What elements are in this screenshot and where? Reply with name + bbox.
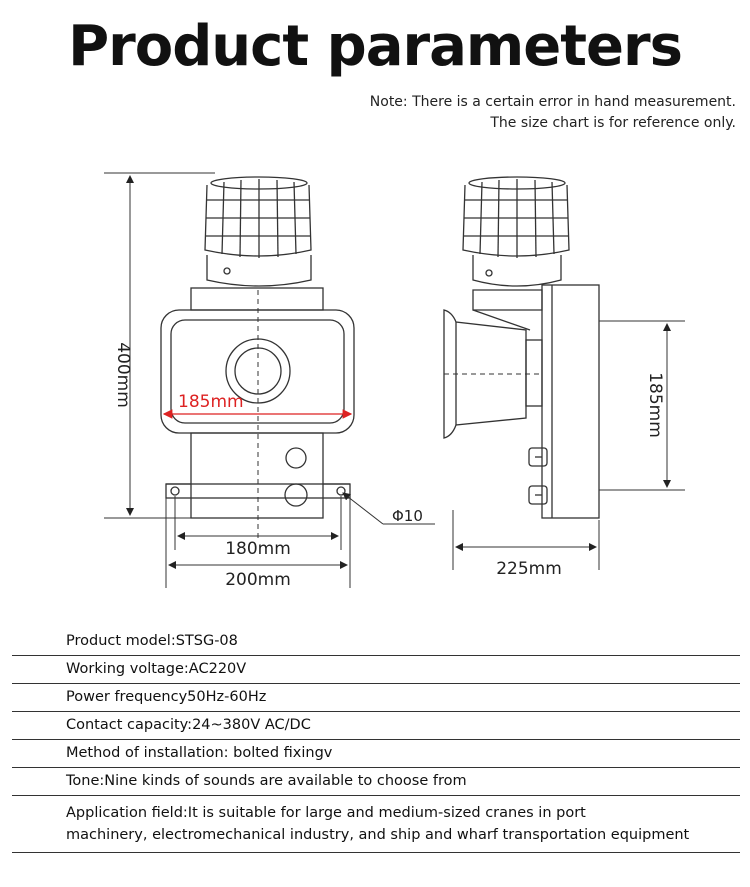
mount-spacing-dimension bbox=[174, 496, 342, 550]
mount-spacing-label: 180mm bbox=[225, 539, 291, 559]
spec-row-tone: Tone:Nine kinds of sounds are available … bbox=[12, 768, 740, 796]
dimension-drawing: 400mm 185mm 180mm 200mm Φ10 bbox=[104, 172, 685, 590]
spec-application-line2: machinery, electromechanical industry, a… bbox=[66, 827, 690, 843]
side-height-dimension bbox=[599, 320, 685, 491]
base-width-dimension bbox=[165, 498, 351, 588]
height-dimension bbox=[104, 172, 215, 519]
spec-application-line1: Application field:It is suitable for lar… bbox=[66, 805, 586, 821]
spec-row-contact-capacity: Contact capacity:24~380V AC/DC bbox=[12, 712, 740, 740]
spec-row-voltage: Working voltage:AC220V bbox=[12, 656, 740, 684]
reference-note: The size chart is for reference only. bbox=[490, 115, 736, 131]
spec-table: Product model:STSG-08 Working voltage:AC… bbox=[12, 632, 740, 853]
spec-row-installation: Method of installation: bolted fixingv bbox=[12, 740, 740, 768]
measurement-note: Note: There is a certain error in hand m… bbox=[369, 94, 736, 110]
depth-dimension bbox=[452, 510, 600, 570]
horn-width-label: 185mm bbox=[178, 392, 244, 412]
front-beacon-cage-icon bbox=[204, 176, 312, 287]
height-label: 400mm bbox=[113, 342, 133, 408]
side-view bbox=[443, 176, 600, 519]
page-title: Product parameters bbox=[68, 14, 683, 79]
spec-row-frequency: Power frequency50Hz-60Hz bbox=[12, 684, 740, 712]
hole-leader bbox=[342, 492, 435, 525]
front-view bbox=[160, 176, 355, 540]
hole-diameter-label: Φ10 bbox=[392, 507, 423, 525]
depth-label: 225mm bbox=[496, 559, 562, 579]
base-width-label: 200mm bbox=[225, 570, 291, 590]
side-height-label: 185mm bbox=[645, 372, 665, 438]
side-beacon-cage-icon bbox=[462, 176, 570, 287]
spec-row-model: Product model:STSG-08 bbox=[12, 632, 740, 656]
spec-row-application: Application field:It is suitable for lar… bbox=[12, 796, 740, 853]
